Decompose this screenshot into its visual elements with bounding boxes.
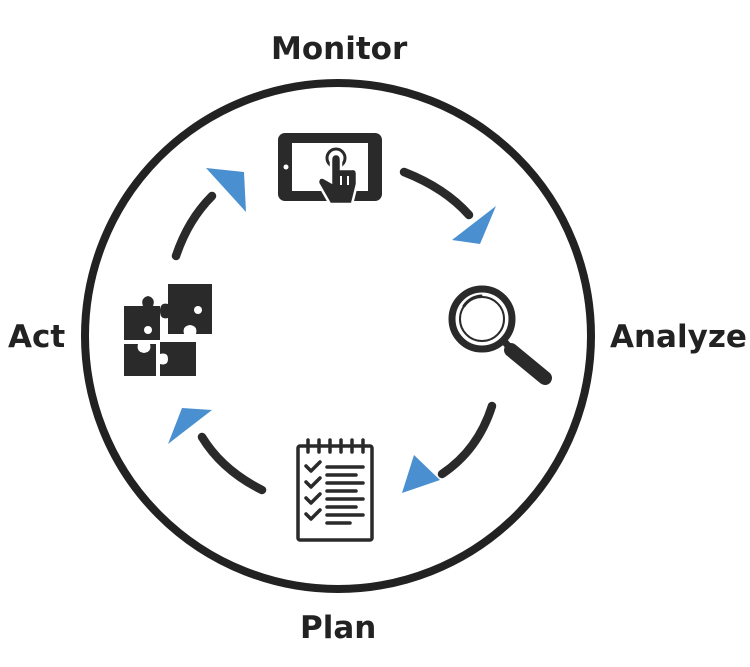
arc-act-to-monitor [171,191,217,261]
magnifier-icon [448,285,552,385]
arrow-to-plan [402,455,440,493]
arc-plan-to-act [197,432,267,495]
label-plan: Plan [300,610,377,646]
checklist-icon [296,438,374,542]
label-monitor: Monitor [271,31,408,67]
puzzle-icon [124,284,212,376]
label-act: Act [8,319,66,355]
outer-ring [81,79,595,593]
arc-analyze-to-plan [437,401,497,479]
arrow-to-analyze [452,206,496,244]
tablet-touch-icon [278,133,382,206]
arrow-to-act [168,408,212,444]
label-analyze: Analyze [610,319,747,355]
arrow-to-monitor [206,168,246,212]
arc-monitor-to-analyze [399,167,474,220]
